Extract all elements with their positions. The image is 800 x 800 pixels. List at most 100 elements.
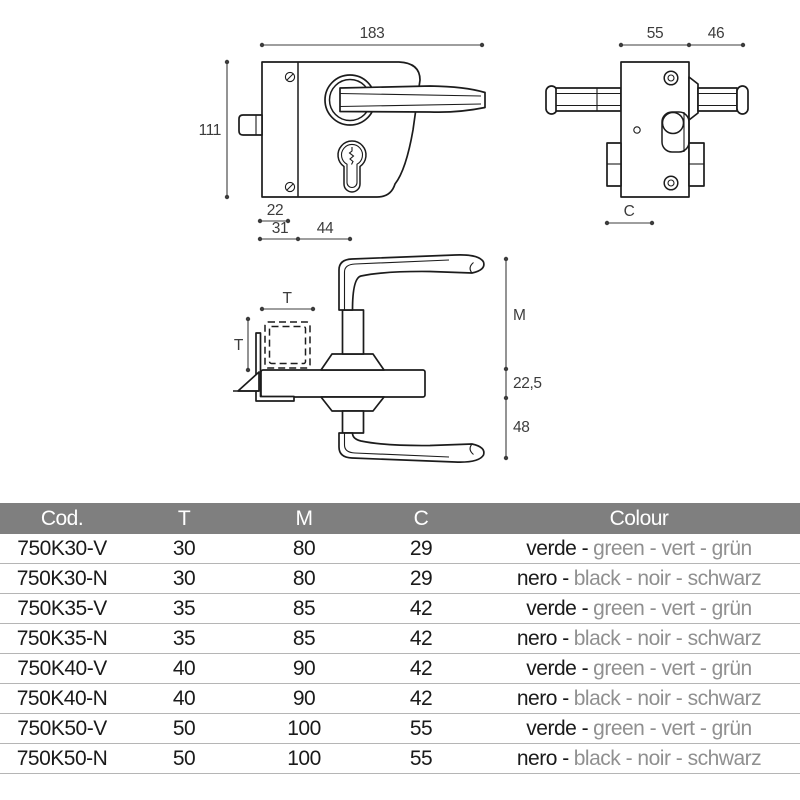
colour-translations: green - vert - grün [593, 717, 752, 740]
dim-label-m: M [513, 307, 526, 324]
table-row: 750K30-V 30 80 29 verde -green - vert - … [0, 534, 800, 564]
fixing-hole [633, 126, 641, 134]
dim-label-c: C [624, 203, 635, 220]
dim-label-a: 22 [267, 202, 283, 219]
cell-c: 42 [409, 597, 433, 620]
cell-colour: nero -black - noir - schwarz [478, 684, 800, 713]
screw-top [663, 70, 679, 86]
dim-label-bottom: 48 [513, 419, 529, 436]
case-plan [260, 369, 426, 398]
cell-m: 100 [287, 717, 321, 740]
dim-b-c: 31 44 [257, 220, 353, 242]
dim-width: 183 [259, 25, 485, 48]
dim-a: 22 [257, 202, 291, 224]
cell-t: 40 [172, 687, 196, 710]
colour-primary: verde - [526, 657, 589, 680]
cell-cod: 750K35-N [16, 627, 108, 650]
colour-translations: black - noir - schwarz [573, 627, 762, 650]
cell-c: 55 [409, 717, 433, 740]
colour-primary: verde - [526, 537, 589, 560]
table-row: 750K35-V 35 85 42 verde -green - vert - … [0, 594, 800, 624]
cell-m: 85 [292, 627, 316, 650]
table-row: 750K35-N 35 85 42 nero -black - noir - s… [0, 624, 800, 654]
cell-t: 30 [172, 567, 196, 590]
cell-colour: verde -green - vert - grün [478, 594, 800, 623]
dim-c: C [604, 203, 655, 226]
cell-c: 55 [409, 747, 433, 770]
front-view-drawing: 183 111 [199, 25, 486, 242]
dim-label-height: 111 [199, 122, 221, 139]
colour-translations: green - vert - grün [593, 657, 752, 680]
cell-t: 50 [172, 717, 196, 740]
cell-t: 35 [172, 597, 196, 620]
upper-handle-plan [320, 254, 485, 371]
table-row: 750K30-N 30 80 29 nero -black - noir - s… [0, 564, 800, 594]
dim-label-c: 44 [317, 220, 334, 237]
key-icon [348, 147, 355, 165]
header-m: M [295, 507, 314, 530]
dim-label-width: 183 [360, 25, 385, 42]
cell-m: 80 [292, 537, 316, 560]
screw-hole-bottom [284, 181, 296, 193]
colour-translations: black - noir - schwarz [573, 567, 762, 590]
cell-c: 42 [409, 657, 433, 680]
cell-c: 29 [409, 537, 433, 560]
colour-primary: nero - [516, 687, 569, 710]
header-colour: Colour [609, 507, 669, 530]
cell-cod: 750K30-N [16, 567, 108, 590]
colour-translations: black - noir - schwarz [573, 687, 762, 710]
cell-cod: 750K35-V [17, 597, 107, 620]
dim-depth-handle: 55 46 [618, 25, 746, 48]
header-t: T [177, 507, 191, 530]
header-c: C [413, 507, 429, 530]
post-section-dashed [264, 321, 311, 369]
cell-cod: 750K30-V [17, 537, 107, 560]
table-header-row: Cod. T M C Colour [0, 503, 800, 534]
table-row: 750K40-N 40 90 42 nero -black - noir - s… [0, 684, 800, 714]
latch-plan [233, 371, 260, 392]
handle-hub [661, 111, 690, 153]
cell-t: 50 [172, 747, 196, 770]
colour-primary: nero - [516, 627, 569, 650]
dim-stack-right: M 22,5 48 [503, 256, 542, 461]
cell-c: 29 [409, 567, 433, 590]
cell-colour: verde -green - vert - grün [478, 714, 800, 743]
dim-t-top: T [259, 290, 316, 312]
cell-c: 42 [409, 687, 433, 710]
cell-colour: verde -green - vert - grün [478, 534, 800, 563]
cell-colour: nero -black - noir - schwarz [478, 564, 800, 593]
euro-cylinder [337, 140, 367, 193]
plan-view-drawing: T T M 22,5 48 [233, 254, 542, 463]
cell-m: 90 [292, 687, 316, 710]
cell-c: 42 [409, 627, 433, 650]
cell-m: 80 [292, 567, 316, 590]
screw-bottom [663, 175, 679, 191]
technical-drawings: 183 111 [199, 25, 749, 463]
cell-m: 85 [292, 597, 316, 620]
colour-translations: green - vert - grün [593, 597, 752, 620]
cell-cod: 750K40-N [16, 687, 108, 710]
lever-handle [339, 85, 486, 113]
cell-m: 90 [292, 657, 316, 680]
parts-table: Cod. T M C Colour 750K30-V 30 80 29 verd… [0, 503, 800, 774]
table-row: 750K40-V 40 90 42 verde -green - vert - … [0, 654, 800, 684]
colour-translations: black - noir - schwarz [573, 747, 762, 770]
cell-colour: nero -black - noir - schwarz [478, 744, 800, 773]
colour-primary: verde - [526, 717, 589, 740]
dim-t-left: T [234, 316, 251, 373]
dim-label-handle: 46 [708, 25, 724, 42]
lock-case-profile [620, 61, 690, 198]
screw-hole-top [284, 71, 296, 83]
cylinder-profile [606, 142, 705, 187]
colour-primary: nero - [516, 747, 569, 770]
colour-primary: nero - [516, 567, 569, 590]
dim-label-depth: 55 [647, 25, 663, 42]
cell-m: 100 [287, 747, 321, 770]
cell-colour: nero -black - noir - schwarz [478, 624, 800, 653]
dim-label-t-top: T [282, 290, 292, 307]
dim-height: 111 [199, 59, 230, 200]
lower-handle-plan [320, 396, 485, 463]
side-view-drawing: 55 46 [545, 25, 749, 226]
dim-label-t-left: T [234, 337, 244, 354]
